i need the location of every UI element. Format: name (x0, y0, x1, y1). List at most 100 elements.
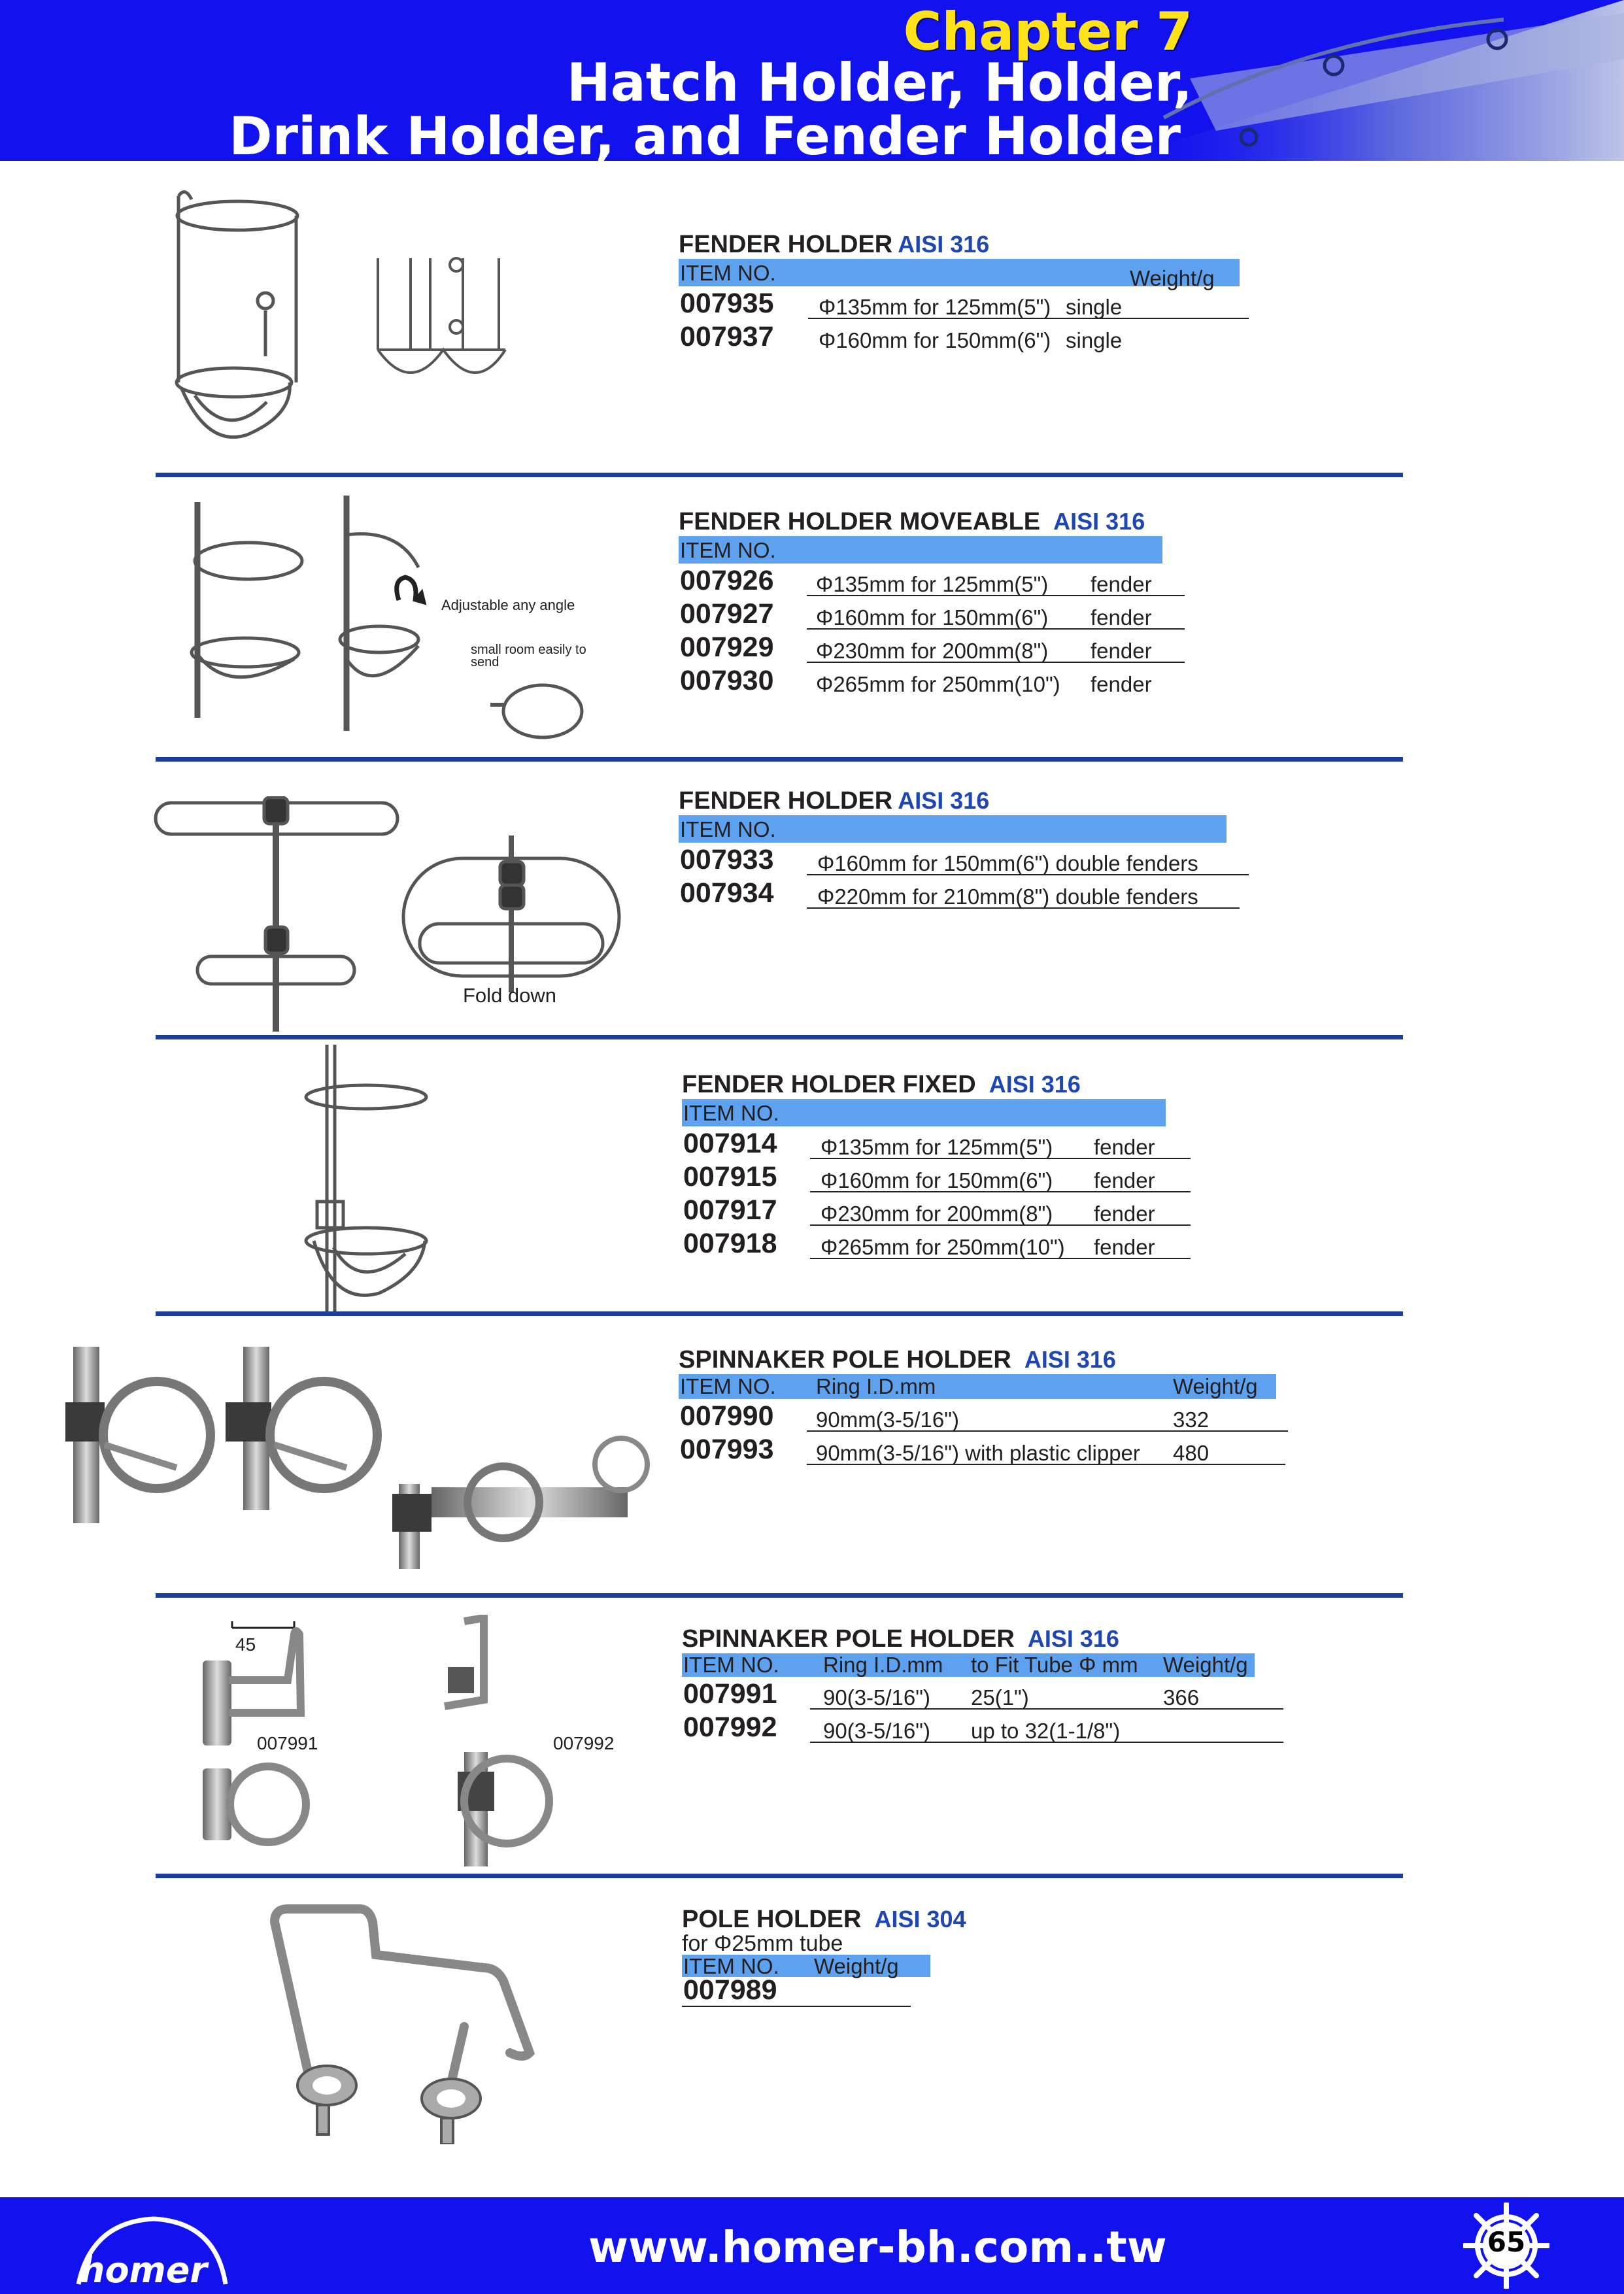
pole-holder-image (269, 1904, 535, 2144)
chapter-title-line2: Drink Holder, and Fender Holder (229, 106, 1181, 161)
chapter-number: Chapter 7 (903, 1, 1193, 62)
item-code: 007929 (680, 632, 774, 663)
section-divider (156, 1035, 1403, 1039)
item-desc: Φ135mm for 125mm(5") (816, 572, 1049, 596)
product-subtitle: for Φ25mm tube (682, 1931, 843, 1956)
item-code: 007991 (683, 1678, 777, 1710)
item-desc: Φ135mm for 125mm(5") (819, 295, 1051, 319)
table-header: ITEM NO. Ring I.D.mm Weight/g (679, 1374, 1276, 1399)
page-number: 65 (1487, 2226, 1526, 2258)
section-divider (156, 1311, 1403, 1316)
product-name: SPINNAKER POLE HOLDER (682, 1625, 1015, 1653)
image-label-007992: 007992 (553, 1733, 615, 1753)
image-label-007991: 007991 (257, 1733, 318, 1753)
item-code: 007918 (683, 1228, 777, 1259)
col-item-no: ITEM NO. (683, 1954, 779, 1978)
item-code: 007990 (680, 1400, 774, 1432)
item-code: 007914 (683, 1128, 777, 1159)
item-code: 007934 (680, 877, 774, 909)
hinge-decoration-icon (1111, 0, 1624, 161)
item-type: single (1066, 295, 1123, 319)
col-weight: Weight/g (814, 1954, 899, 1978)
brand-logo-text: homer (80, 2250, 208, 2291)
item-type: fender (1094, 1135, 1155, 1159)
table-header: ITEM NO. Weight/g (682, 1954, 930, 1978)
item-code: 007993 (680, 1434, 774, 1465)
table-row: 007915 Φ160mm for 150mm(6") fender (682, 1160, 1244, 1193)
section-divider (156, 1874, 1403, 1878)
material-grade: AISI 316 (989, 1071, 1081, 1098)
note-fold-down: Fold down (463, 984, 557, 1007)
table-row: 007935 Φ135mm for 125mm(5") single (679, 286, 1249, 320)
product-name: POLE HOLDER (682, 1906, 862, 1933)
product-name: FENDER HOLDER (679, 787, 893, 815)
item-code: 007937 (680, 321, 774, 352)
material-grade: AISI 316 (898, 231, 990, 258)
item-tube: 25(1") (971, 1685, 1029, 1710)
table-row: 007989 (682, 1974, 1140, 2010)
item-desc: Φ220mm for 210mm(8") double fenders (817, 885, 1198, 909)
item-tube: up to 32(1-1/8") (971, 1719, 1121, 1743)
table-row: 007927 Φ160mm for 150mm(6") fender (679, 597, 1241, 630)
table-row: 007937 Φ160mm for 150mm(6") single (679, 320, 1241, 353)
col-item-no: ITEM NO. (680, 1374, 776, 1398)
col-ring-id: Ring I.D.mm (816, 1374, 936, 1398)
col-item-no: ITEM NO. (680, 817, 776, 841)
item-desc: Φ230mm for 200mm(8") (816, 639, 1049, 663)
item-ring: 90(3-5/16") (823, 1685, 930, 1710)
col-weight: Weight/g (1163, 1653, 1248, 1677)
item-code: 007992 (683, 1712, 777, 1743)
fender-holder-fold-image (154, 796, 621, 1032)
item-type: fender (1094, 1202, 1155, 1226)
fender-holder-double-image (377, 257, 507, 374)
ship-wheel-icon (1463, 2202, 1549, 2289)
item-type: fender (1094, 1168, 1155, 1192)
item-ring: 90mm(3-5/16") (816, 1408, 959, 1432)
item-type: fender (1091, 639, 1152, 663)
item-desc: Φ230mm for 200mm(8") (820, 1202, 1053, 1226)
item-ring: 90(3-5/16") (823, 1719, 930, 1743)
table-row: 007933 Φ160mm for 150mm(6") double fende… (679, 843, 1249, 876)
item-code: 007926 (680, 565, 774, 596)
item-type: fender (1094, 1235, 1155, 1259)
table-header: ITEM NO. (679, 815, 1226, 843)
item-desc: Φ265mm for 250mm(10") (820, 1235, 1065, 1259)
material-grade: AISI 316 (898, 787, 990, 814)
spinnaker-pole-holder-image (65, 1347, 650, 1569)
col-weight: Weight/g (1173, 1374, 1258, 1398)
item-code: 007935 (680, 288, 774, 319)
fender-holder-fixed-image (304, 1045, 428, 1313)
col-item-no: ITEM NO. (680, 261, 776, 285)
material-grade: AISI 316 (1024, 1346, 1116, 1373)
section-divider (156, 473, 1403, 477)
col-item-no: ITEM NO. (683, 1653, 779, 1677)
chapter-title-line1: Hatch Holder, Holder, (566, 52, 1193, 113)
item-type: fender (1091, 572, 1152, 596)
chapter-header: Chapter 7 Hatch Holder, Holder, Drink Ho… (0, 0, 1624, 161)
item-type: fender (1091, 672, 1152, 696)
item-desc: Φ160mm for 150mm(6") double fenders (817, 851, 1198, 875)
section-divider (156, 1593, 1403, 1598)
col-item-no: ITEM NO. (683, 1101, 779, 1125)
col-item-no: ITEM NO. (680, 538, 776, 562)
item-desc: Φ135mm for 125mm(5") (820, 1135, 1053, 1159)
item-type: fender (1091, 605, 1152, 630)
table-row: 007934 Φ220mm for 210mm(8") double fende… (679, 876, 1241, 909)
website-url[interactable]: www.homer-bh.com..tw (588, 2222, 1167, 2272)
item-desc: Φ160mm for 150mm(6") (816, 605, 1049, 630)
table-row: 007918 Φ265mm for 250mm(10") fender (682, 1226, 1244, 1260)
item-code: 007989 (683, 1974, 777, 2006)
item-ring: 90mm(3-5/16") with plastic clipper (816, 1441, 1140, 1465)
section-divider (156, 757, 1403, 762)
col-ring-id: Ring I.D.mm (823, 1653, 943, 1677)
note-small-room: small room easily to send (471, 643, 586, 669)
table-row: 007930 Φ265mm for 250mm(10") fender (679, 664, 1241, 697)
table-row: 007929 Φ230mm for 200mm(8") fender (679, 630, 1241, 664)
table-row: 007993 90mm(3-5/16") with plastic clippe… (679, 1432, 1306, 1466)
